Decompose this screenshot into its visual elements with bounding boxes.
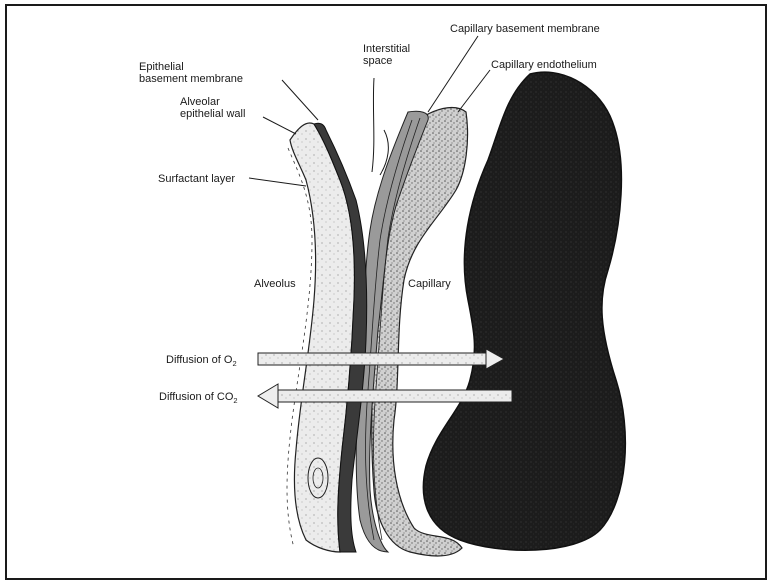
label-diffusion-o2-main: Diffusion of O	[166, 354, 233, 366]
label-epithelial-bm-1: Epithelial	[139, 61, 184, 73]
label-capillary-endothelium: Capillary endothelium	[491, 59, 597, 71]
label-alveolus: Alveolus	[254, 278, 296, 290]
label-diffusion-co2-main: Diffusion of CO	[159, 391, 234, 403]
label-alveolar-wall-2: epithelial wall	[180, 108, 245, 120]
label-diffusion-co2-sub: 2	[233, 396, 237, 405]
label-interstitial-space-1: Interstitial	[363, 43, 410, 55]
label-capillary-basement-membrane: Capillary basement membrane	[450, 23, 600, 35]
label-surfactant-layer: Surfactant layer	[158, 173, 235, 185]
label-alveolar-wall-1: Alveolar	[180, 96, 220, 108]
label-diffusion-o2-sub: 2	[232, 359, 236, 368]
label-capillary: Capillary	[408, 278, 451, 290]
label-interstitial-space-2: space	[363, 55, 392, 67]
label-diffusion-o2: Diffusion of O2	[166, 354, 237, 368]
label-diffusion-co2: Diffusion of CO2	[159, 391, 238, 405]
label-epithelial-bm-2: basement membrane	[139, 73, 243, 85]
